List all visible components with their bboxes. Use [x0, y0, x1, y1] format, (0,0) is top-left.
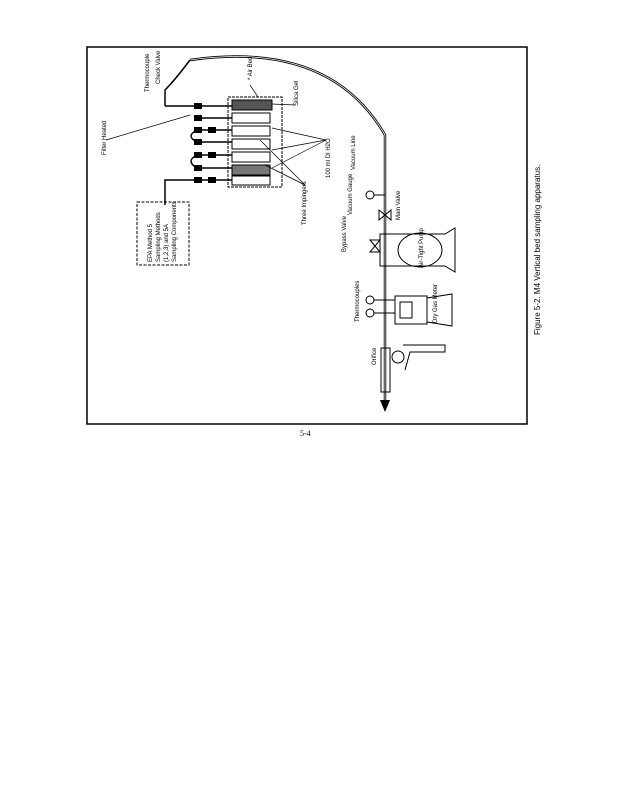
label-air-bed: * Air Bed — [248, 57, 254, 80]
label-vacuum-line: Vacuum Line — [351, 135, 357, 170]
label-thermocouple: Thermocouple — [145, 53, 151, 92]
bypass-valve-icon — [368, 239, 382, 253]
exhaust-arrow — [380, 400, 390, 412]
epa-box-line: Sampling Components — [172, 201, 178, 262]
figure-caption: Figure 5-2. M4 Vertical bed sampling app… — [533, 165, 542, 335]
vacuum-gauge-icon — [365, 190, 375, 200]
thermocouple-icon — [365, 308, 375, 318]
vacuum-line — [189, 55, 387, 400]
pump-icon — [379, 227, 456, 273]
figure-frame — [86, 46, 528, 425]
epa-box-line: (1,2,3) and 5A — [164, 224, 170, 262]
label-di-water: 100 ml DI H2O — [326, 138, 332, 178]
label-bypass-valve: Bypass Valve — [342, 215, 348, 252]
epa-sampling-box — [136, 201, 190, 266]
label-impingers: Three Impingers — [302, 181, 308, 225]
label-check-valve: Check Valve — [156, 50, 162, 84]
label-dry-gas-meter: Dry Gas Meter — [433, 284, 439, 323]
label-orifice: Orifice — [372, 347, 378, 365]
main-valve-icon — [378, 208, 392, 222]
dry-gas-meter-icon — [394, 293, 453, 327]
epa-box-line: Sampling Methods — [156, 212, 162, 262]
label-main-valve: Main Valve — [396, 190, 402, 220]
impinger-train — [105, 59, 327, 205]
label-filter-heated: Filter Heated — [102, 121, 108, 155]
label-thermocouples: Thermocouples — [355, 281, 361, 322]
epa-box-line: EPA Method 5 — [148, 223, 154, 262]
label-silica-gel: Silica Gel — [294, 81, 300, 106]
thermocouple-icon — [365, 295, 375, 305]
orifice-icon — [380, 344, 446, 393]
label-vacuum-gauge: Vacuum Gauge — [348, 173, 354, 215]
page-number: 5-4 — [300, 429, 311, 438]
label-pump: Air-Tight Pump — [419, 228, 425, 268]
